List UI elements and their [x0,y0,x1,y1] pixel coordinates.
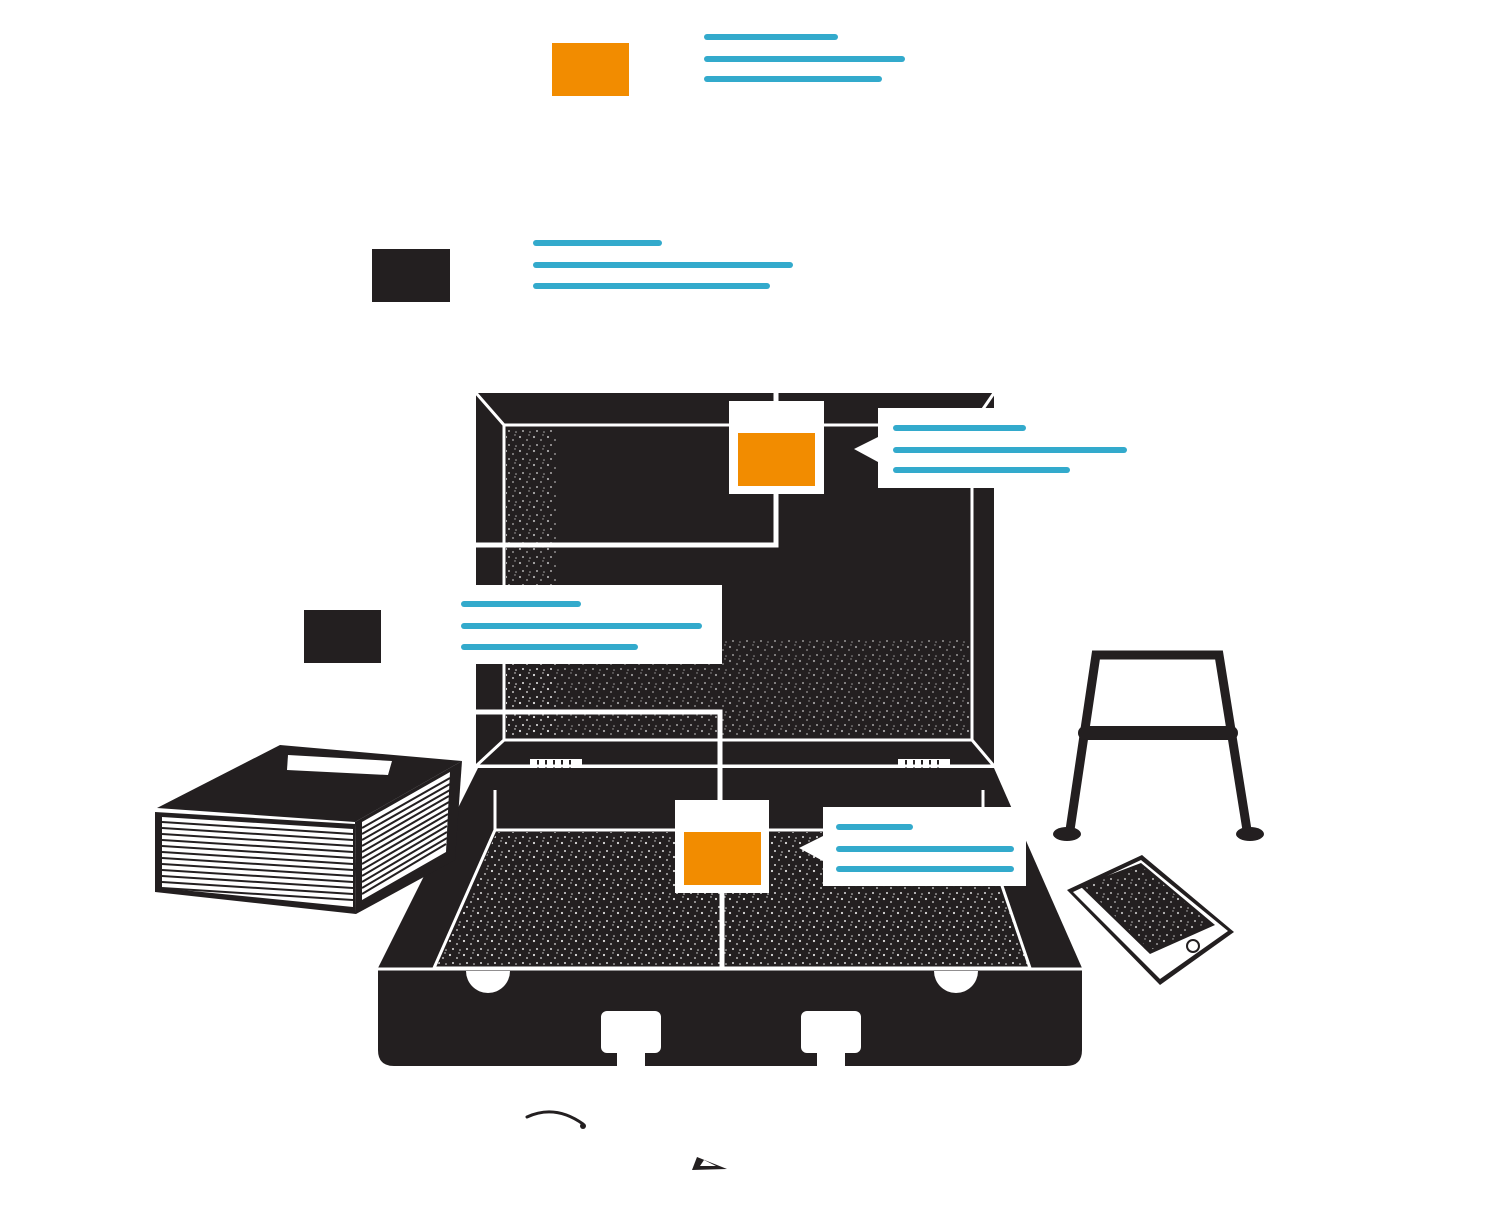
briefcase-foot-notch [466,971,510,993]
dark-block-icon [372,249,450,302]
connector-lines [476,393,779,968]
text-lines-placeholder [836,824,1014,872]
callout-lid [729,401,1127,494]
callout-base [675,800,1026,893]
tablet-icon [1067,855,1234,985]
orange-block-icon [738,433,815,486]
briefcase-base-front [378,970,1082,1066]
text-lines-placeholder [893,425,1127,473]
briefcase-foot-notch [934,971,978,993]
orange-block-icon [552,43,629,96]
legend-row-1 [552,34,905,96]
legend-row-2 [372,240,793,302]
text-lines-placeholder [704,34,905,82]
dark-block-icon [304,610,381,663]
text-lines-placeholder [461,601,702,650]
legend-row-3 [304,585,722,664]
briefcase-latch [801,1011,861,1066]
book-icon [155,745,462,914]
stool-icon [1053,650,1264,841]
pen-nib-icon [525,1110,727,1170]
text-lines-placeholder [533,240,793,289]
orange-block-icon [684,832,761,885]
briefcase-latch [601,1011,661,1066]
